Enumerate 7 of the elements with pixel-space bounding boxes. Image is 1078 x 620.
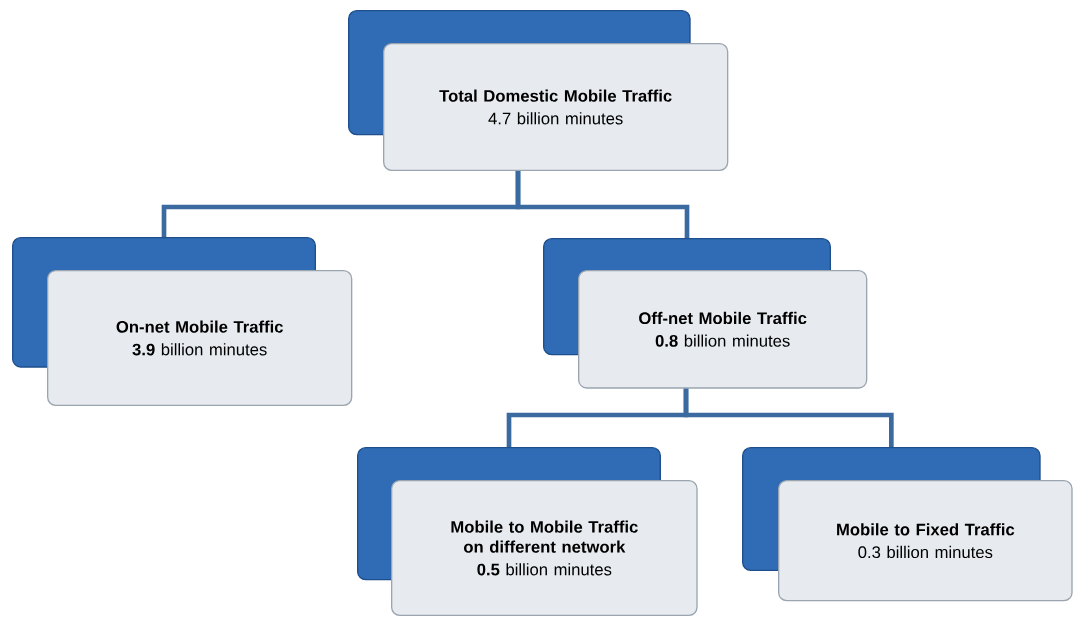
connector-line (683, 388, 894, 447)
stacked-box: On-net Mobile Traffic 3.9 billion minutes (12, 237, 353, 406)
stacked-box: Mobile to Mobile Traffic on different network 0.5 billion minutes (357, 447, 698, 616)
stacked-box: Mobile to Fixed Traffic 0.3 billion minutes (742, 447, 1073, 602)
connector-line (515, 171, 690, 238)
stacked-box: Off-net Mobile Traffic 0.8 billion minutes (543, 238, 868, 389)
stacked-box: Total Domestic Mobile Traffic 4.7 billion minutes (348, 10, 729, 171)
